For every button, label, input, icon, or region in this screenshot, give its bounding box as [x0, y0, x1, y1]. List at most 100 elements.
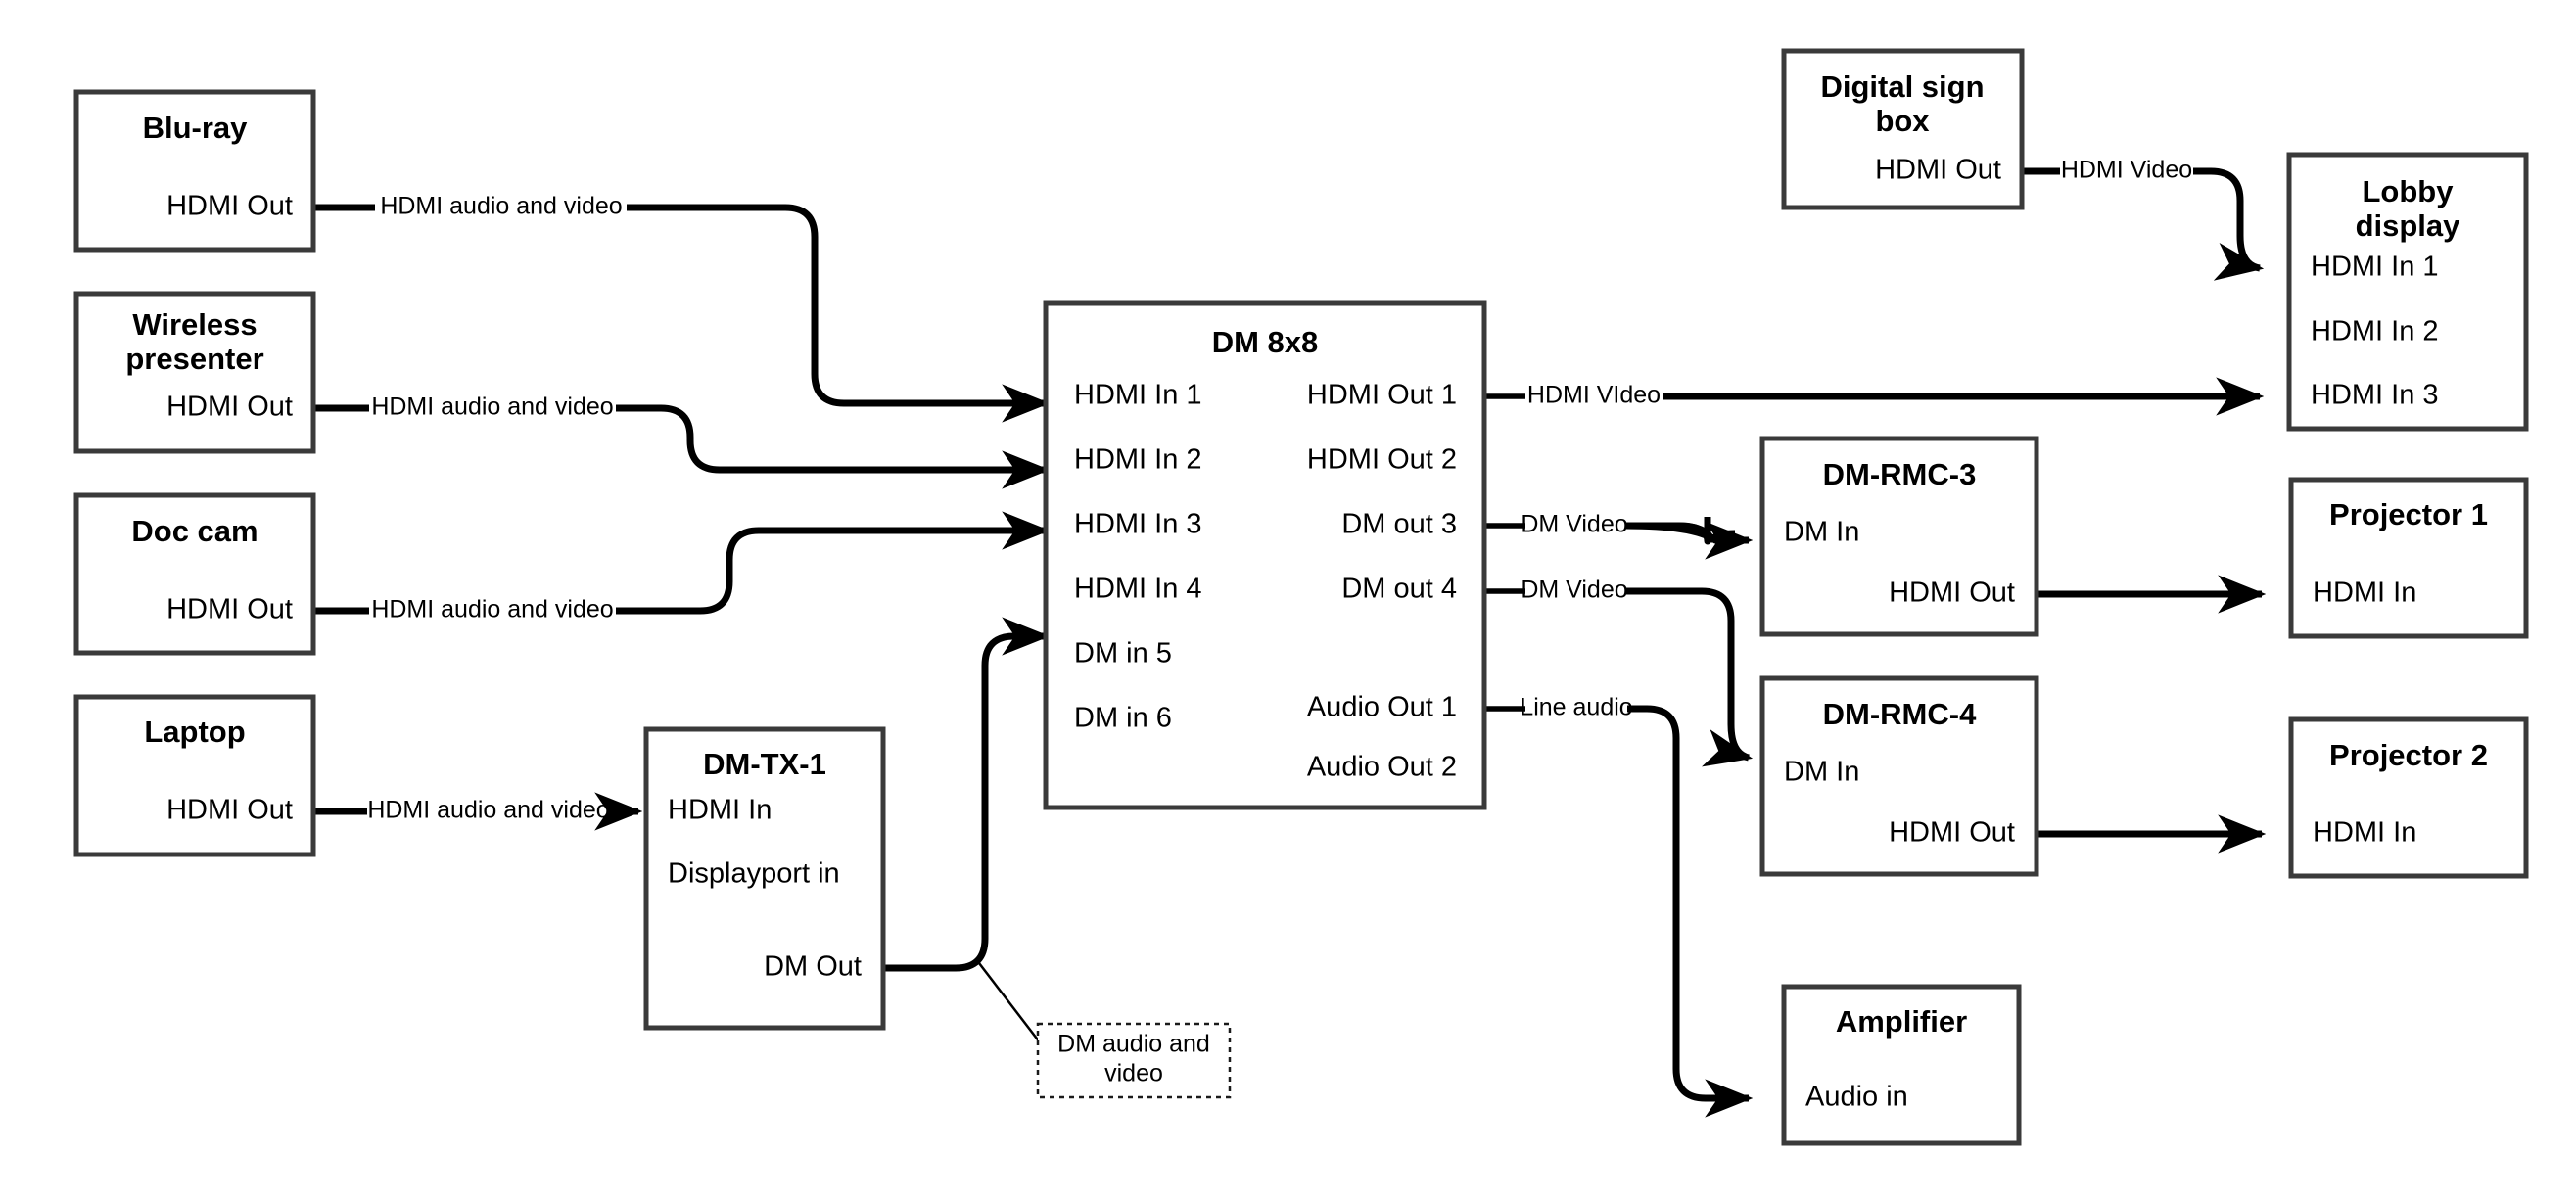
- node-wireless-port-out: HDMI Out: [166, 392, 293, 423]
- node-doccam-port-out: HDMI Out: [166, 594, 293, 625]
- edge-doccam-path: [616, 511, 1051, 615]
- node-dm8x8-box[interactable]: [1043, 300, 1487, 810]
- node-wireless-title-line2: presenter: [125, 342, 263, 376]
- node-doccam-title: Doc cam: [131, 514, 258, 548]
- edge-sign-path: [2193, 167, 2265, 281]
- node-projector-2[interactable]: Projector 2 HDMI In: [2288, 716, 2529, 879]
- node-bluray-port-out: HDMI Out: [166, 191, 293, 222]
- node-dmrmc3-port-out: HDMI Out: [1889, 577, 2015, 609]
- edge-dm8x8-dmout4-to-rmc4: DM Video: [1484, 577, 1754, 767]
- node-lobby-title-line2: display: [2356, 208, 2461, 243]
- edge-laptop-to-dmtx1: HDMI audio and video: [313, 792, 643, 831]
- node-doc-cam[interactable]: Doc cam HDMI Out: [73, 492, 316, 656]
- node-dm8x8-output-3: DM out 3: [1341, 509, 1457, 540]
- edge-dmout3-path: [1624, 521, 1754, 560]
- node-dmrmc4-port-in: DM In: [1784, 757, 1859, 788]
- node-wireless-presenter[interactable]: Wireless presenter HDMI Out: [73, 291, 316, 454]
- edge-sign-to-lobby: HDMI Video: [2022, 157, 2265, 281]
- node-projector-1[interactable]: Projector 1 HDMI In: [2288, 477, 2529, 639]
- node-projector2-port-in: HDMI In: [2313, 817, 2416, 849]
- edge-doccam-to-dm8x8: HDMI audio and video: [313, 511, 1051, 624]
- edge-audioout1-path: [1627, 705, 1754, 1118]
- node-laptop-box[interactable]: [73, 694, 316, 857]
- edge-dmtx1-to-dm8x8: [883, 617, 1051, 1043]
- dm-callout-leader: [978, 962, 1041, 1043]
- node-wireless-box[interactable]: [73, 291, 316, 454]
- node-amplifier-box[interactable]: [1781, 984, 2022, 1146]
- note-dm-callout-line1: DM audio and: [1057, 1031, 1210, 1058]
- node-dm-rmc-4[interactable]: DM-RMC-4 DM In HDMI Out: [1759, 675, 2039, 877]
- node-dm-tx-1[interactable]: DM-TX-1 HDMI In Displayport in DM Out: [643, 726, 886, 1031]
- node-digital-sign-box[interactable]: Digital sign box HDMI Out: [1781, 48, 2025, 210]
- node-lobby-port-2: HDMI In 2: [2311, 316, 2439, 347]
- node-dm8x8-input-6: DM in 6: [1074, 703, 1172, 734]
- node-projector2-box[interactable]: [2288, 716, 2529, 879]
- node-dmrmc4-title: DM-RMC-4: [1823, 697, 1977, 731]
- edge-dm8x8-audioout1-to-amp: Line audio: [1484, 694, 1754, 1118]
- node-dmrmc4-port-out: HDMI Out: [1889, 817, 2015, 849]
- node-laptop-title: Laptop: [144, 715, 245, 749]
- node-dm8x8-input-3: HDMI In 3: [1074, 509, 1202, 540]
- node-dm8x8-output-4: DM out 4: [1341, 574, 1457, 605]
- node-digitalsign-box[interactable]: [1781, 48, 2025, 210]
- node-wireless-title-line1: Wireless: [132, 307, 257, 342]
- node-dm8x8-output-2: HDMI Out 2: [1307, 444, 1457, 476]
- node-lobby-port-3: HDMI In 3: [2311, 380, 2439, 411]
- node-dmrmc4-box[interactable]: [1759, 675, 2039, 877]
- node-laptop[interactable]: Laptop HDMI Out: [73, 694, 316, 857]
- node-lobby-title-line1: Lobby: [2363, 174, 2455, 208]
- note-dm-callout-line2: video: [1104, 1060, 1163, 1087]
- edge-bluray-label: HDMI audio and video: [380, 193, 622, 220]
- node-projector1-box[interactable]: [2288, 477, 2529, 639]
- node-projector1-port-in: HDMI In: [2313, 577, 2416, 609]
- node-bluray[interactable]: Blu-ray HDMI Out: [73, 89, 316, 253]
- note-dm-audio-and-video: DM audio and video: [1036, 1022, 1232, 1099]
- edge-audioout1-label: Line audio: [1520, 694, 1632, 721]
- node-amplifier[interactable]: Amplifier Audio in: [1781, 984, 2022, 1146]
- node-doccam-box[interactable]: [73, 492, 316, 656]
- edge-dmout4-path: [1625, 587, 1754, 767]
- node-dm8x8-output-5: Audio Out 1: [1307, 692, 1457, 723]
- node-dm-rmc-3[interactable]: DM-RMC-3 DM In HDMI Out: [1759, 436, 2039, 637]
- edge-wireless-label: HDMI audio and video: [371, 393, 613, 421]
- node-dm8x8-output-6: Audio Out 2: [1307, 752, 1457, 783]
- node-bluray-title: Blu-ray: [143, 111, 249, 145]
- node-amplifier-title: Amplifier: [1836, 1004, 1967, 1039]
- node-projector2-title: Projector 2: [2329, 738, 2488, 772]
- node-lobby-port-1: HDMI In 1: [2311, 252, 2439, 283]
- node-dm8x8-input-4: HDMI In 4: [1074, 574, 1202, 605]
- edge-wireless-path: [616, 404, 1051, 489]
- edge-bluray-to-dm8x8: HDMI audio and video: [313, 193, 1051, 423]
- node-digitalsign-title-line1: Digital sign: [1820, 69, 1984, 104]
- node-lobby-box[interactable]: [2286, 152, 2529, 432]
- node-dm8x8-input-1: HDMI In 1: [1074, 380, 1202, 411]
- node-lobby-display[interactable]: Lobby display HDMI In 1 HDMI In 2 HDMI I…: [2286, 152, 2529, 432]
- node-dmtx1-port-displayport-in: Displayport in: [668, 858, 840, 890]
- edge-wireless-to-dm8x8: HDMI audio and video: [313, 393, 1051, 489]
- note-dm-callout-box: [1036, 1022, 1232, 1099]
- node-dmrmc3-title: DM-RMC-3: [1823, 457, 1977, 491]
- edge-hdmiout1-label: HDMI VIdeo: [1527, 382, 1661, 409]
- node-amplifier-port-in: Audio in: [1805, 1082, 1908, 1113]
- edge-dmtx1-path: [883, 617, 1051, 972]
- node-digitalsign-title-line2: box: [1875, 104, 1930, 138]
- node-dmtx1-title: DM-TX-1: [703, 747, 826, 781]
- node-digitalsign-port-out: HDMI Out: [1875, 155, 2001, 186]
- edge-sign-label: HDMI Video: [2061, 157, 2192, 184]
- node-laptop-port-out: HDMI Out: [166, 795, 293, 826]
- node-dmtx1-port-dm-out: DM Out: [764, 951, 862, 983]
- edge-doccam-label: HDMI audio and video: [371, 596, 613, 624]
- node-dm8x8-input-2: HDMI In 2: [1074, 444, 1202, 476]
- node-dmtx1-box[interactable]: [643, 726, 886, 1031]
- node-dm-8x8[interactable]: DM 8x8 HDMI In 1 HDMI In 2 HDMI In 3 HDM…: [1043, 300, 1487, 810]
- node-bluray-box[interactable]: [73, 89, 316, 253]
- edge-dm8x8-hdmiout1-to-lobby: HDMI VIdeo: [1484, 377, 2265, 416]
- edge-laptop-label: HDMI audio and video: [367, 797, 609, 824]
- edge-dmout4-label: DM Video: [1521, 577, 1627, 604]
- node-dmrmc3-box[interactable]: [1759, 436, 2039, 637]
- node-dm8x8-output-1: HDMI Out 1: [1307, 380, 1457, 411]
- node-dmtx1-port-hdmi-in: HDMI In: [668, 795, 772, 826]
- node-dm8x8-input-5: DM in 5: [1074, 638, 1172, 670]
